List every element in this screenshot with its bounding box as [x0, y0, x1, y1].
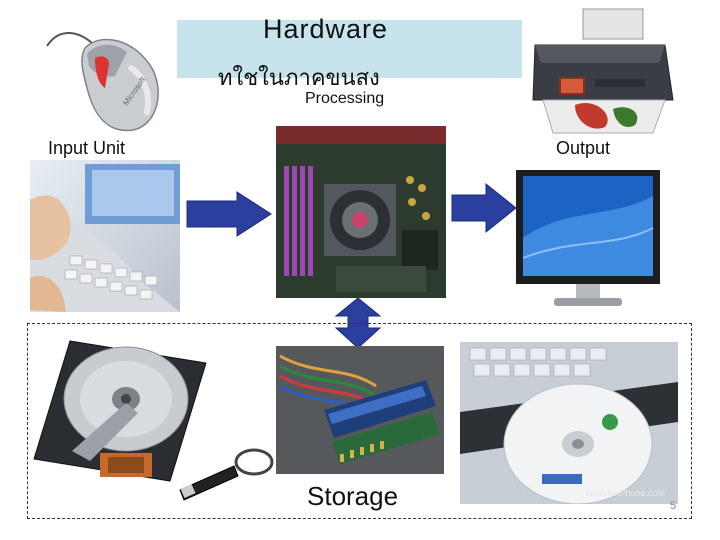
slide-title: Hardware: [263, 14, 389, 44]
storage-region: [27, 323, 692, 519]
page-number: 5: [670, 500, 677, 512]
keyboard-icon: [30, 160, 180, 312]
input-to-processing-arrow: [186, 191, 272, 237]
storage-label: Storage: [307, 481, 399, 511]
ram-icon: [276, 346, 444, 474]
processing-to-output-arrow: [451, 182, 517, 234]
motherboard-icon: [276, 126, 446, 298]
input-unit-label: Input Unit: [48, 138, 126, 158]
hard-disk-icon: [33, 340, 207, 482]
processing-label: Processing: [305, 90, 385, 107]
watermark-text: www.MxPhone.com: [586, 488, 666, 498]
monitor-icon: [516, 170, 660, 306]
slide-subtitle: ทใชในภาคขนสง: [218, 66, 380, 91]
title-banner: [177, 20, 522, 78]
output-label: Output: [556, 138, 611, 158]
mouse-icon: Microsoft: [46, 32, 159, 132]
printer-icon: [532, 8, 674, 134]
usb-drive-icon: [179, 448, 274, 501]
cd-drive-icon: [460, 342, 678, 504]
